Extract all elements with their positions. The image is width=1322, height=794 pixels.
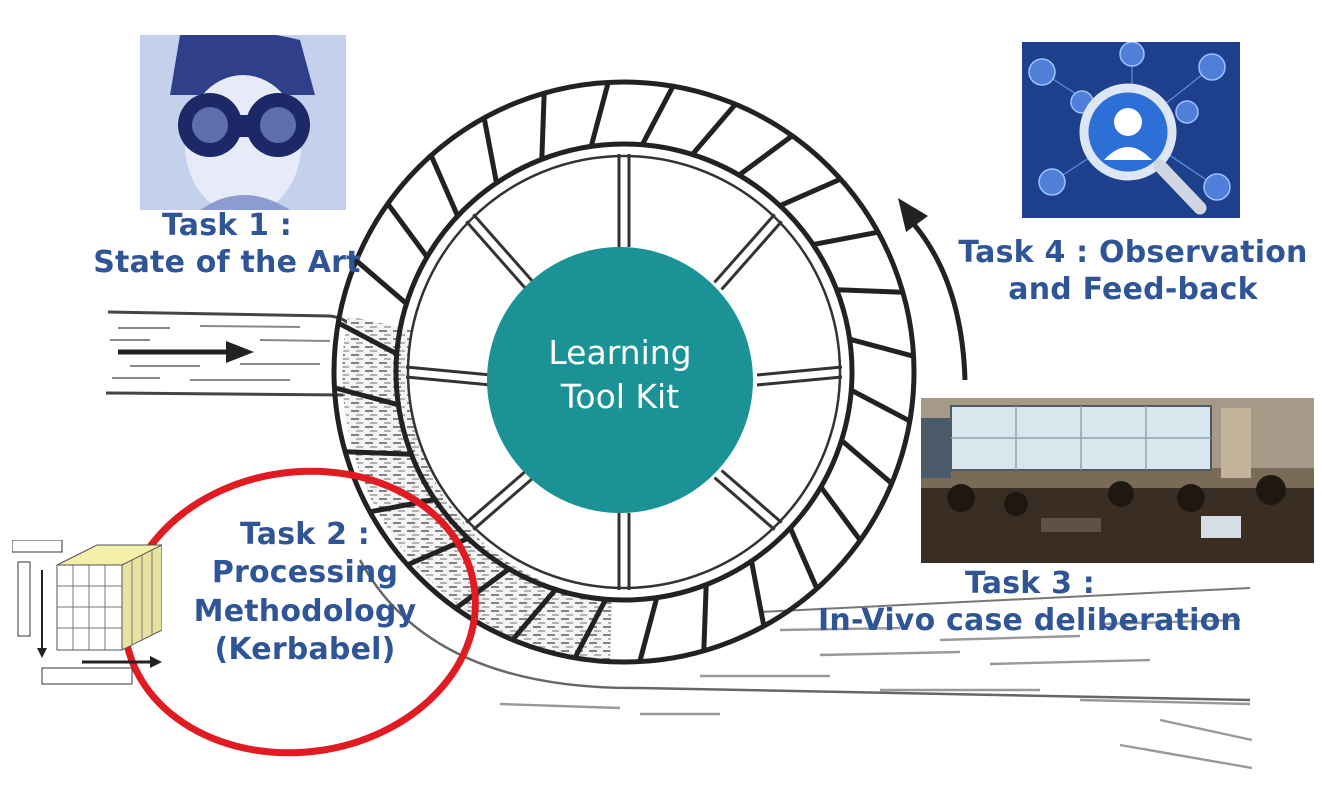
wheel-bucket [337, 320, 398, 356]
wheel-bucket [748, 560, 767, 627]
task2-line4: (Kerbabel) [214, 632, 396, 668]
wheel-bucket [637, 596, 660, 663]
task4-label: Task 4 : Observation and Feed-back [958, 235, 1308, 308]
task3-label: Task 3 : In-Vivo case deliberation [800, 566, 1260, 639]
network-magnifier-photo [1022, 42, 1240, 218]
task4-title: Task 4 : Observation [958, 235, 1308, 270]
wheel-bucket [369, 496, 436, 515]
learning-toolkit-hub [487, 247, 753, 513]
wheel-bucket [428, 154, 460, 218]
rotation-arrow-icon [898, 198, 968, 381]
wheel-bucket [778, 176, 842, 208]
wheel-bucket [588, 81, 611, 148]
wheel-spoke [713, 213, 776, 284]
wheel-bucket [354, 258, 409, 306]
wheel-bucket [345, 449, 412, 457]
control-room-photo [921, 398, 1314, 563]
task3-title: Task 3 : [964, 566, 1095, 601]
wheel-bucket [812, 229, 879, 248]
wheel-spoke [465, 469, 528, 524]
task1-title: Task 1 : [161, 208, 292, 243]
wheel-spoke [465, 220, 528, 291]
wheel-spoke [720, 469, 783, 524]
data-cube-diagram [11, 539, 163, 690]
flow-arrow-icon [118, 341, 254, 363]
hub-label-line2: Tool Kit [560, 376, 680, 416]
wheel-bucket [690, 102, 738, 157]
outflow-channel [358, 559, 1253, 770]
wheel-spoke [472, 213, 535, 284]
wheel-bucket [481, 117, 500, 184]
wheel-spoke [756, 375, 843, 387]
wheel-bucket [454, 566, 511, 611]
task2-line2: Processing [211, 555, 399, 591]
wheel-spoke [405, 365, 492, 377]
wheel-spoke [472, 476, 535, 531]
task2-title: Task 2 : [239, 517, 370, 552]
binoculars-person-photo [140, 35, 346, 210]
wheel-bucket [850, 388, 911, 424]
hub-label-line1: Learning [548, 333, 692, 372]
wheel-bucket [818, 485, 863, 542]
task1-label: Task 1 : State of the Art [82, 208, 372, 281]
wheel-spoke [713, 476, 776, 531]
wheel-bucket [737, 133, 794, 178]
wheel-bucket [701, 584, 709, 651]
wheel-bucket [539, 93, 547, 160]
wheel-bucket [788, 526, 820, 590]
task2-label: Task 2 : Processing Methodology (Kerbabe… [180, 516, 430, 670]
task1-subtitle: State of the Art [93, 244, 361, 280]
wheel-bucket [836, 287, 903, 295]
task4-subtitle: and Feed-back [1008, 271, 1258, 307]
inflow-channel [105, 310, 354, 397]
wheel-bucket [510, 587, 558, 642]
wheel-spoke [720, 220, 783, 291]
wheel-bucket [385, 202, 430, 259]
wheel-spoke [405, 375, 492, 387]
task2-line3: Methodology [193, 593, 417, 629]
hub-label: Learning Tool Kit [488, 331, 752, 418]
wheel-bucket [572, 598, 608, 659]
wheel-bucket [640, 85, 676, 146]
wheel-bucket [839, 438, 894, 486]
wheel-bucket [848, 336, 915, 359]
wheel-bucket [333, 385, 400, 408]
task3-subtitle: In-Vivo case deliberation [818, 602, 1242, 638]
wheel-spoke [756, 365, 843, 377]
